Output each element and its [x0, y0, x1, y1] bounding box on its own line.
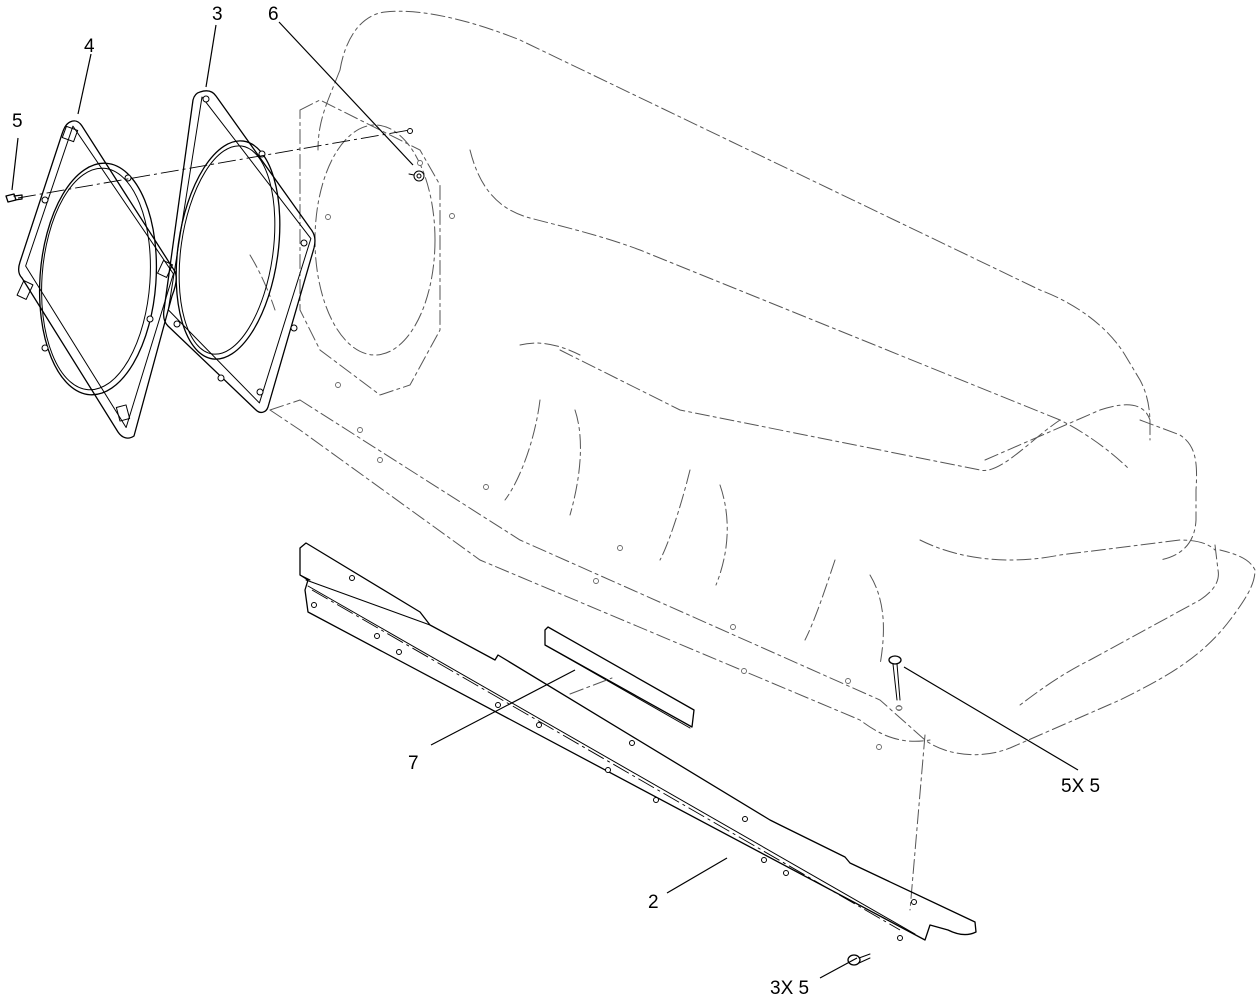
fastener-5x5-screw: [888, 655, 903, 711]
callout-7: 7: [408, 753, 419, 774]
fastener-3x5-screw: [847, 953, 871, 966]
leader-2: [666, 857, 728, 894]
leader-6: [278, 21, 414, 166]
leader-7: [430, 669, 576, 746]
leader-lines: [11, 21, 1079, 979]
callout-3: 3: [212, 4, 223, 25]
callout-labels: 4 3 6 5 7 5X 5 2 3X 5: [12, 4, 1100, 999]
leader-5-top: [11, 137, 19, 191]
callout-5-top: 5: [12, 111, 23, 132]
housing-holes: [325, 160, 902, 750]
fastener-5-top: [5, 128, 413, 203]
callout-5x5: 5X 5: [1061, 776, 1100, 797]
part-7-seal-strip: [544, 626, 695, 729]
callout-3x5: 3X 5: [770, 978, 809, 999]
leader-5x5: [903, 666, 1079, 771]
phantom-housing: [249, 10, 1256, 911]
leader-4: [77, 53, 92, 115]
part-3-gasket-plate: [162, 90, 316, 414]
callout-2: 2: [648, 892, 659, 913]
leader-3x5: [819, 957, 858, 979]
part-2-angle-rail: [299, 542, 977, 941]
callout-4: 4: [84, 36, 95, 57]
part-4-gasket-plate: [16, 120, 177, 439]
callout-6: 6: [268, 4, 279, 25]
leader-3: [205, 24, 217, 88]
fastener-6-nut: [408, 170, 425, 182]
